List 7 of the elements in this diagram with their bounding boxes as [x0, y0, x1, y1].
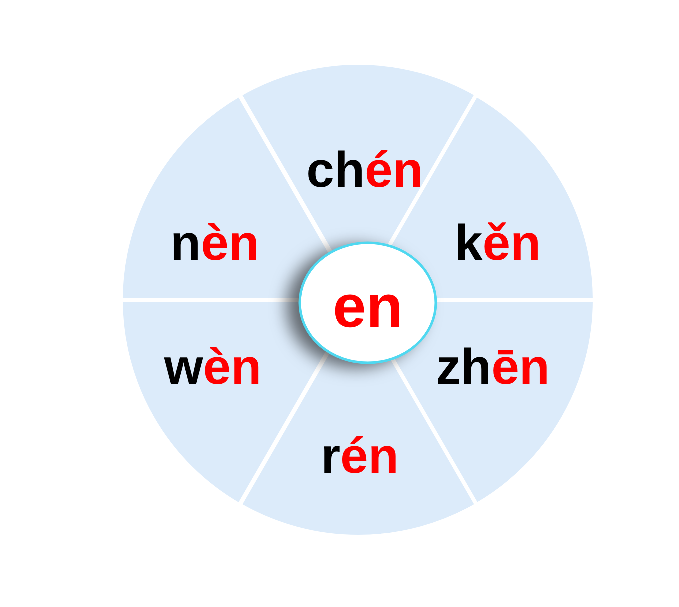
pinyin-syllable: zhēn: [436, 342, 550, 392]
pinyin-syllable: rén: [321, 431, 399, 481]
pinyin-syllable: nèn: [170, 218, 260, 268]
pinyin-syllable: kěn: [454, 218, 542, 268]
pinyin-syllable: wèn: [164, 342, 262, 392]
pinyin-syllable: chén: [306, 145, 424, 195]
final-syllable: en: [332, 277, 404, 337]
